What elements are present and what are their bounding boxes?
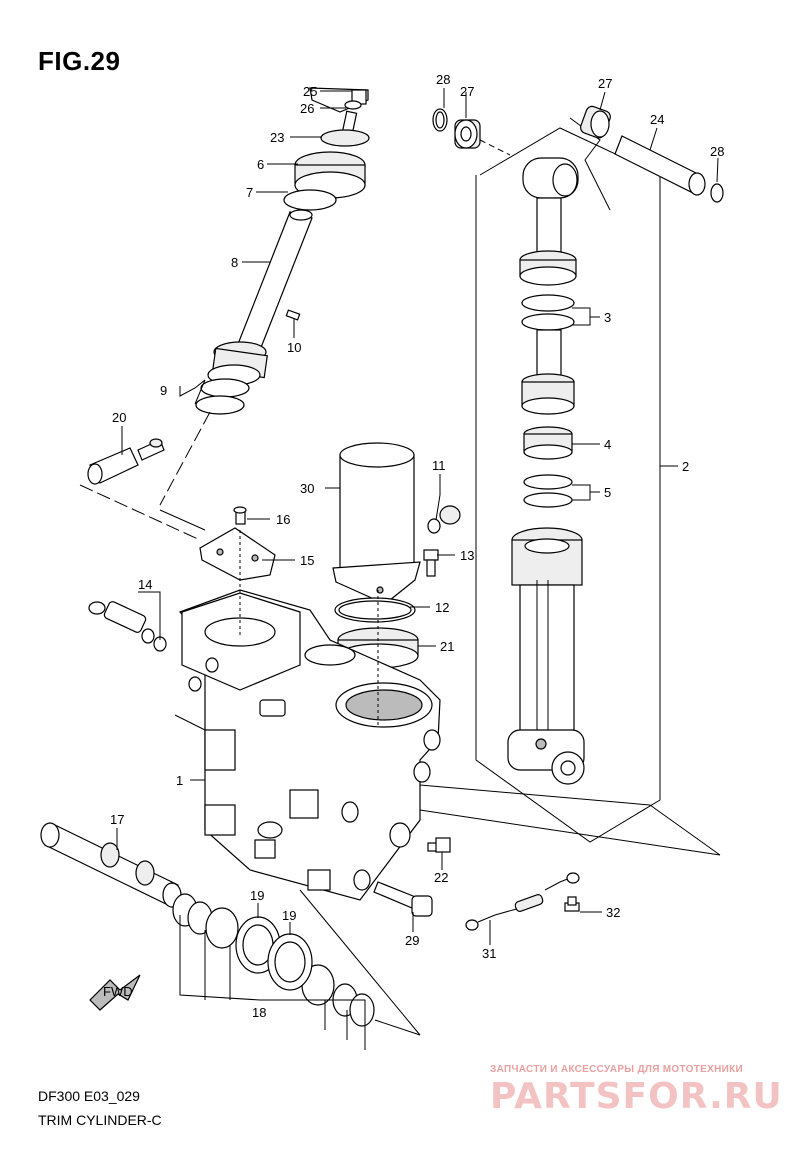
callout-18: 18 bbox=[252, 1005, 266, 1020]
callout-9: 9 bbox=[160, 383, 167, 398]
callout-leaders bbox=[116, 88, 719, 1050]
thermal-valve-20[interactable] bbox=[87, 438, 165, 485]
callout-28a: 28 bbox=[436, 72, 450, 87]
trim-rod-assembly[interactable] bbox=[519, 157, 579, 508]
washer-19-b bbox=[267, 933, 313, 991]
callout-2: 2 bbox=[682, 459, 689, 474]
callout-23: 23 bbox=[270, 130, 284, 145]
callout-32: 32 bbox=[606, 905, 620, 920]
callout-31: 31 bbox=[482, 946, 496, 961]
reservoir-30[interactable] bbox=[332, 442, 421, 605]
callout-13: 13 bbox=[460, 548, 474, 563]
diagram-code: DF300 E03_029 bbox=[38, 1088, 140, 1104]
callout-14: 14 bbox=[138, 577, 152, 592]
manual-valve-tube[interactable] bbox=[195, 87, 370, 415]
callout-25: 25 bbox=[303, 84, 317, 99]
callout-8: 8 bbox=[231, 255, 238, 270]
callout-10: 10 bbox=[287, 340, 301, 355]
callout-numbers: 25 26 23 6 7 8 10 9 20 16 15 14 30 11 13… bbox=[110, 72, 724, 1020]
callout-4: 4 bbox=[604, 437, 611, 452]
bolt-29[interactable] bbox=[373, 881, 433, 917]
callout-16: 16 bbox=[276, 512, 290, 527]
callout-27b: 27 bbox=[598, 76, 612, 91]
valve-assembly-14[interactable] bbox=[88, 600, 167, 652]
callout-30: 30 bbox=[300, 481, 314, 496]
callout-19a: 19 bbox=[250, 888, 264, 903]
plug-11[interactable] bbox=[427, 505, 461, 534]
fwd-label: FWD bbox=[103, 984, 133, 999]
bolt-13[interactable] bbox=[423, 549, 439, 577]
figure-title: FIG.29 bbox=[38, 46, 121, 76]
callout-11: 11 bbox=[432, 458, 446, 473]
callout-20: 20 bbox=[112, 410, 126, 425]
callout-12: 12 bbox=[435, 600, 449, 615]
callout-29: 29 bbox=[405, 933, 419, 948]
pump-housing-1[interactable] bbox=[178, 589, 441, 901]
valve-shaft-17[interactable] bbox=[40, 822, 182, 908]
callout-24: 24 bbox=[650, 112, 664, 127]
callout-3: 3 bbox=[604, 310, 611, 325]
callout-28b: 28 bbox=[710, 144, 724, 159]
callout-22: 22 bbox=[434, 870, 448, 885]
callout-15: 15 bbox=[300, 553, 314, 568]
callout-7: 7 bbox=[246, 185, 253, 200]
o-ring-12 bbox=[334, 597, 416, 623]
callout-5: 5 bbox=[604, 485, 611, 500]
watermark-logo: PARTSFOR.RU bbox=[490, 1076, 783, 1117]
callout-6: 6 bbox=[257, 157, 264, 172]
callout-19b: 19 bbox=[282, 908, 296, 923]
callout-27a: 27 bbox=[460, 84, 474, 99]
callout-17: 17 bbox=[110, 812, 124, 827]
callout-26: 26 bbox=[300, 101, 314, 116]
valve-plate-15[interactable] bbox=[199, 506, 276, 581]
cylinder-barrel[interactable] bbox=[507, 527, 585, 785]
assembly-guide-lines bbox=[79, 411, 721, 1036]
callout-21: 21 bbox=[440, 639, 454, 654]
cylinder-assembly-frame bbox=[475, 127, 678, 843]
bolt-22[interactable] bbox=[427, 837, 451, 853]
callout-1: 1 bbox=[176, 773, 183, 788]
forward-direction-marker: FWD bbox=[89, 974, 141, 1011]
watermark-subtitle: ЗАПЧАСТИ И АКСЕССУАРЫ ДЛЯ МОТОТЕХНИКИ bbox=[490, 1064, 743, 1075]
pivot-pin-group[interactable] bbox=[432, 105, 724, 211]
ground-wire-31[interactable] bbox=[465, 872, 580, 931]
screw-32[interactable] bbox=[564, 896, 580, 912]
diagram-name: TRIM CYLINDER-C bbox=[38, 1112, 162, 1128]
